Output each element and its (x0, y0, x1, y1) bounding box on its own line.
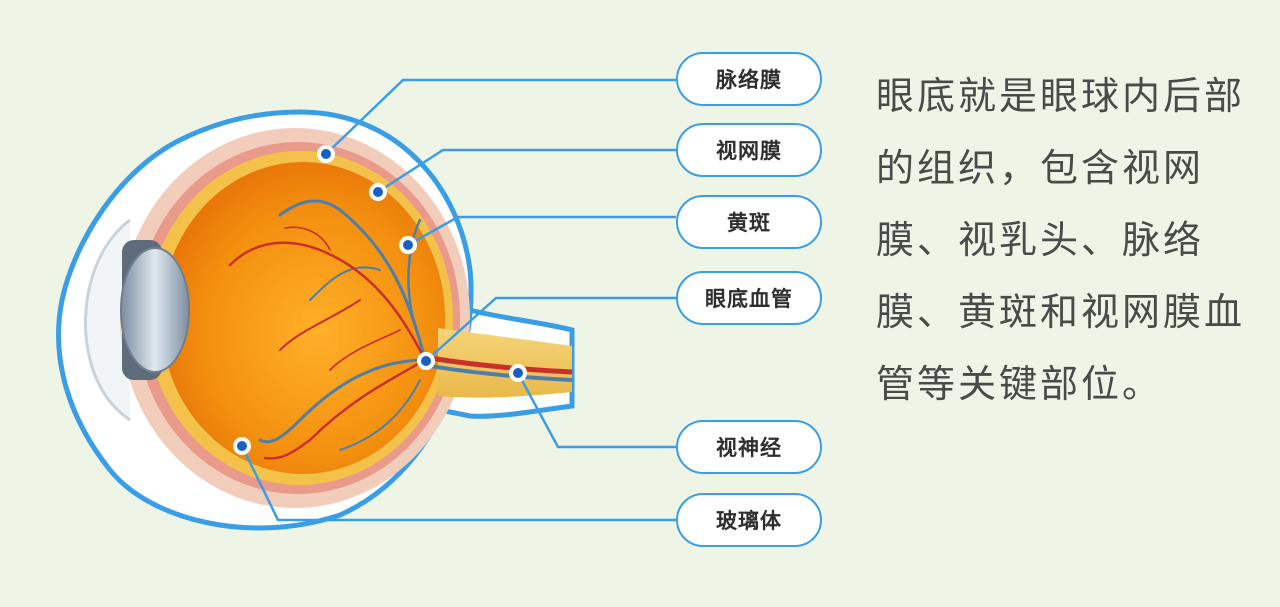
leader-line-vitreous (240, 445, 676, 522)
optic-nerve-artery (429, 355, 573, 375)
leader-line-optic-nerve (516, 372, 676, 449)
label-optic-nerve: 视神经 (676, 420, 822, 474)
description-text: 眼底就是眼球内后部的组织，包含视网膜、视乳头、脉络膜、黄斑和视网膜血管等关键部位… (876, 74, 1246, 406)
optic-nerve-core (438, 328, 572, 398)
label-macula: 黄斑 (676, 195, 822, 249)
marker-dot-retina (369, 183, 387, 201)
label-fundus-vessels: 眼底血管 (676, 271, 822, 325)
optic-nerve-vein (429, 364, 573, 382)
vein-branch (339, 379, 421, 451)
label-choroid: 脉络膜 (676, 52, 822, 106)
retinal-vessels (228, 199, 427, 460)
leader-line-retina (377, 148, 676, 194)
lens (120, 247, 190, 373)
marker-dot-vitreous (233, 437, 251, 455)
artery-branch (263, 358, 427, 460)
marker-dot-macula (399, 236, 417, 254)
vein-branch (407, 218, 422, 342)
marker-dot-optic-nerve (509, 364, 527, 382)
marker-dot-choroid (317, 145, 335, 163)
vein-branch (309, 266, 381, 301)
leader-lines (240, 78, 676, 522)
artery-branch (228, 241, 427, 362)
leader-line-macula (407, 215, 676, 247)
label-retina: 视网膜 (676, 123, 822, 177)
marker-dot-fundus-vessels (417, 352, 435, 370)
artery-branch (279, 299, 361, 351)
artery-branch (329, 329, 401, 371)
leader-line-fundus-vessels (425, 296, 676, 362)
label-vitreous: 玻璃体 (676, 493, 822, 547)
marker-dots (233, 145, 527, 455)
cornea (83, 218, 131, 422)
leader-line-choroid (325, 78, 676, 155)
vitreous-body (161, 162, 445, 474)
vein-branch (258, 358, 427, 444)
artery-branch (284, 226, 331, 251)
